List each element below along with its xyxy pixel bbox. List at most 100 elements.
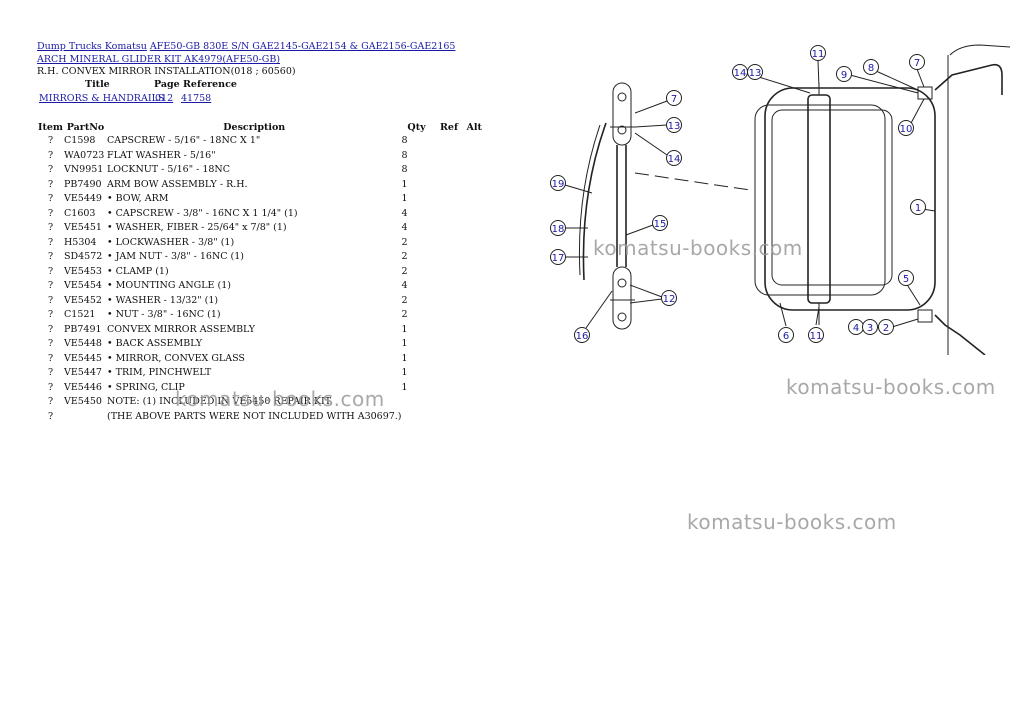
cell-desc: (THE ABOVE PARTS WERE NOT INCLUDED WITH … bbox=[107, 410, 402, 422]
parts-table-header: Item PartNo Description Qty Ref Alt bbox=[37, 121, 482, 134]
cell-part: PB7490 bbox=[64, 178, 102, 190]
cell-part: PB7491 bbox=[64, 323, 102, 335]
callout-18[interactable]: 18 bbox=[550, 220, 589, 236]
callout-17[interactable]: 17 bbox=[550, 249, 589, 265]
svg-text:9: 9 bbox=[841, 70, 847, 81]
watermark: komatsu-books.com bbox=[687, 510, 897, 534]
breadcrumb-root-link[interactable]: Dump Trucks Komatsu bbox=[37, 41, 147, 52]
callout-1[interactable]: 1 bbox=[909, 199, 936, 215]
cell-alt bbox=[467, 381, 482, 396]
cell-ref bbox=[432, 178, 467, 193]
table-row: ?VE5453• CLAMP (1)2 bbox=[37, 265, 482, 280]
callout-13[interactable]: 13 bbox=[747, 64, 763, 80]
cell-ref bbox=[432, 221, 467, 236]
cell-part: VE5449 bbox=[64, 193, 102, 204]
cell-alt bbox=[467, 236, 482, 251]
callout-5[interactable]: 5 bbox=[898, 270, 921, 306]
cell-desc: • MOUNTING ANGLE (1) bbox=[107, 280, 231, 291]
callout-11[interactable]: 11 bbox=[810, 45, 826, 88]
cell-ref bbox=[432, 308, 467, 323]
callout-14-left[interactable]: 14 bbox=[634, 132, 682, 166]
cell-qty bbox=[402, 410, 432, 425]
callout-6[interactable]: 6 bbox=[778, 302, 794, 343]
cell-desc: • BOW, ARM bbox=[107, 193, 169, 204]
cell-desc: CAPSCREW - 5/16" - 18NC X 1" bbox=[107, 135, 261, 146]
callout-16[interactable]: 16 bbox=[574, 290, 613, 343]
callout-12[interactable]: 12 bbox=[629, 284, 677, 306]
callout-2[interactable]: 2 bbox=[878, 318, 919, 335]
cell-part: H5304 bbox=[64, 236, 97, 248]
lower-bracket-hole bbox=[617, 312, 627, 322]
watermark: komatsu-books.com bbox=[786, 375, 996, 399]
mirror-glass bbox=[771, 109, 893, 286]
cell-part: VN9951 bbox=[64, 164, 104, 175]
lower-bracket-shape bbox=[612, 266, 632, 330]
svg-text:14: 14 bbox=[734, 68, 747, 79]
cell-item: ? bbox=[47, 207, 54, 219]
callout-7-right[interactable]: 7 bbox=[909, 54, 925, 88]
cell-ref bbox=[432, 366, 467, 381]
mount-block-bottom bbox=[917, 309, 933, 323]
svg-text:7: 7 bbox=[671, 94, 677, 105]
cell-part: VE5451 bbox=[64, 222, 102, 233]
header-ref: Ref bbox=[440, 122, 459, 133]
svg-text:17: 17 bbox=[552, 253, 565, 264]
header-item: Item bbox=[38, 122, 63, 133]
table-row: ?VE5454• MOUNTING ANGLE (1)4 bbox=[37, 279, 482, 294]
reference-ref-link[interactable]: 41758 bbox=[181, 93, 212, 104]
callout-group: 11 14 13 7 9 8 7 13 10 14 19 1 15 18 17 … bbox=[550, 45, 936, 343]
callout-19[interactable]: 19 bbox=[550, 175, 593, 194]
handrail-top bbox=[934, 63, 1003, 95]
cell-part: C1521 bbox=[64, 309, 96, 320]
svg-text:4: 4 bbox=[853, 323, 859, 334]
cell-part: SD4572 bbox=[64, 251, 103, 262]
cell-part: WA0723 bbox=[64, 149, 105, 161]
callout-9[interactable]: 9 bbox=[836, 66, 919, 94]
cell-desc: • LOCKWASHER - 3/8" (1) bbox=[107, 236, 235, 248]
cell-part: C1598 bbox=[64, 135, 96, 146]
callout-8[interactable]: 8 bbox=[863, 59, 919, 91]
cell-part: VE5447 bbox=[64, 367, 102, 378]
table-row: ?C1521• NUT - 3/8" - 16NC (1)2 bbox=[37, 308, 482, 323]
cell-qty: 4 bbox=[401, 280, 408, 291]
cell-item: ? bbox=[47, 410, 54, 422]
cell-ref bbox=[432, 279, 467, 294]
callout-13-left[interactable]: 13 bbox=[634, 117, 682, 133]
handrail-upper bbox=[949, 44, 1010, 56]
cell-alt bbox=[467, 279, 482, 294]
cell-desc: • JAM NUT - 3/8" - 16NC (1) bbox=[107, 251, 244, 262]
cell-item: ? bbox=[47, 265, 54, 277]
callout-7-left[interactable]: 7 bbox=[634, 90, 682, 114]
svg-text:8: 8 bbox=[868, 63, 874, 74]
callout-10[interactable]: 10 bbox=[898, 98, 925, 136]
callout-15[interactable]: 15 bbox=[625, 215, 668, 236]
cell-qty: 8 bbox=[401, 149, 408, 161]
callout-11-bottom[interactable]: 11 bbox=[808, 306, 824, 343]
cell-item: ? bbox=[47, 193, 54, 204]
reference-title-link[interactable]: MIRRORS & HANDRAILS bbox=[39, 93, 165, 104]
callout-3[interactable]: 3 bbox=[862, 319, 878, 335]
svg-text:6: 6 bbox=[783, 331, 789, 342]
cell-alt bbox=[467, 149, 482, 164]
upper-bracket-hole bbox=[617, 125, 627, 135]
cell-alt bbox=[467, 337, 482, 352]
svg-text:5: 5 bbox=[903, 274, 909, 285]
callout-4[interactable]: 4 bbox=[848, 319, 864, 335]
cell-qty: 1 bbox=[401, 352, 408, 364]
table-row: ? (THE ABOVE PARTS WERE NOT INCLUDED WITH… bbox=[37, 410, 482, 425]
cell-part: C1603 bbox=[64, 207, 96, 219]
cell-qty bbox=[402, 395, 432, 410]
cell-qty: 1 bbox=[401, 178, 408, 190]
cell-qty: 2 bbox=[401, 236, 408, 248]
table-row: ?C1603• CAPSCREW - 3/8" - 16NC X 1 1/4" … bbox=[37, 207, 482, 222]
reference-page-link[interactable]: 012 bbox=[155, 93, 174, 104]
breadcrumb-model-link[interactable]: AFE50-GB 830E S/N GAE2145-GAE2154 & GAE2… bbox=[37, 41, 456, 65]
cell-item: ? bbox=[47, 338, 54, 349]
header-description: Description bbox=[223, 122, 286, 133]
